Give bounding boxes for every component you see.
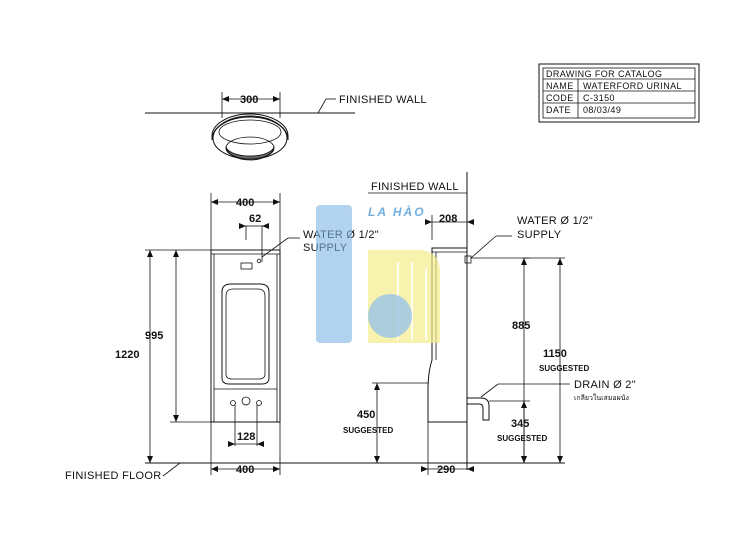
front-width-bottom-dimension: 400 (236, 464, 254, 476)
front-supply-offset-dimension: 62 (249, 213, 261, 225)
side-depth-top-dimension: 208 (439, 213, 457, 225)
watermark-logo: LA HÀO (316, 204, 440, 343)
drain-pipe (467, 397, 490, 421)
side-1150-dimension: 1150 (543, 348, 567, 360)
title-block-label-date: DATE (546, 105, 571, 115)
side-suggested-2: SUGGESTED (343, 426, 393, 435)
title-block-heading: DRAWING FOR CATALOG (546, 69, 662, 79)
front-total-height-dimension: 1220 (115, 349, 139, 361)
drain-note: เกลียวในเสมอผนัง (574, 393, 629, 402)
finished-floor-label: FINISHED FLOOR (65, 470, 162, 482)
urinal-front-body (210, 249, 281, 423)
side-suggested-1: SUGGESTED (539, 364, 589, 373)
side-885-dimension: 885 (512, 320, 530, 332)
title-block-value-date: 08/03/49 (583, 105, 621, 115)
title-block: DRAWING FOR CATALOG NAME WATERFORD URINA… (538, 63, 700, 123)
side-suggested-3: SUGGESTED (497, 434, 547, 443)
urinal-side-body (427, 247, 468, 423)
drain-label: DRAIN Ø 2" (574, 379, 636, 391)
title-block-value-name: WATERFORD URINAL (583, 81, 682, 91)
side-depth-bottom-dimension: 290 (437, 464, 455, 476)
top-view-width-dimension: 300 (240, 94, 258, 106)
top-view: 300 FINISHED WALL (145, 92, 427, 161)
side-345-dimension: 345 (511, 418, 529, 430)
title-block-value-code: C-3150 (583, 93, 615, 103)
side-450-dimension: 450 (357, 409, 375, 421)
urinal-front-bowl (221, 283, 270, 385)
side-wall-label: FINISHED WALL (371, 181, 459, 193)
front-bottom-inner-dimension: 128 (237, 431, 255, 443)
front-width-top-dimension: 400 (236, 197, 254, 209)
top-view-wall-label: FINISHED WALL (339, 94, 427, 106)
title-block-label-code: CODE (546, 93, 574, 103)
title-block-label-name: NAME (546, 81, 574, 91)
side-view: FINISHED WALL 208 WATER Ø 1/2" SUPPLY 88… (343, 172, 636, 476)
side-water-label-line1: WATER Ø 1/2" (517, 215, 593, 227)
side-water-label-line2: SUPPLY (517, 229, 562, 241)
urinal-top-outline (212, 116, 288, 160)
front-body-height-dimension: 995 (145, 330, 163, 342)
urinal-top-rim (211, 113, 289, 141)
watermark-text: LA HÀO (368, 204, 426, 219)
